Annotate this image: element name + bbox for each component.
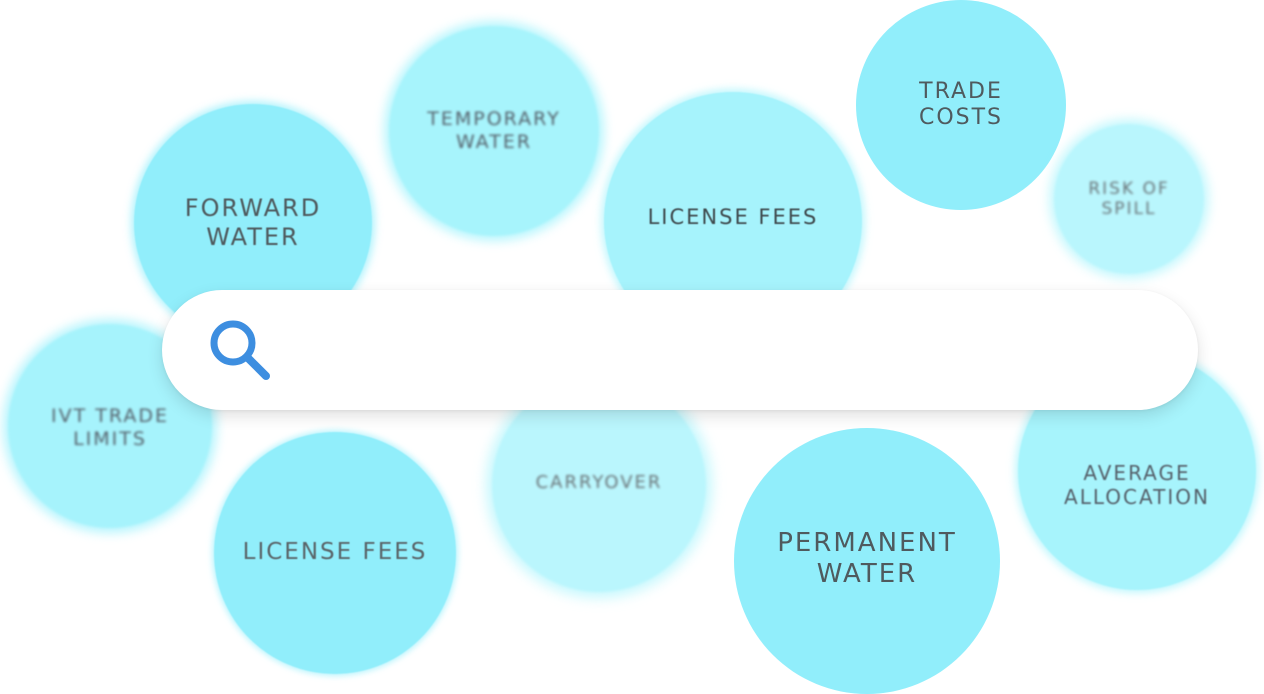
bubble-label: PERMANENT WATER [777,527,957,589]
bubble-label: CARRYOVER [535,472,663,494]
search-input[interactable] [294,319,1138,381]
bubble-label: TEMPORARY WATER [427,108,561,153]
bubble-label: AVERAGE ALLOCATION [1064,461,1210,509]
bubble-carryover[interactable]: CARRYOVER [492,378,706,592]
bubble-label: IVT TRADE LIMITS [51,405,169,450]
bubble-label: TRADE COSTS [918,78,1004,130]
search-icon[interactable] [206,316,274,384]
bubble-temporary-water[interactable]: TEMPORARY WATER [389,26,599,236]
bubble-license-fees-bottom[interactable]: LICENSE FEES [214,432,456,674]
bubble-label: LICENSE FEES [242,539,428,566]
bubble-risk-of-spill[interactable]: RISK OF SPILL [1054,124,1204,274]
bubble-label: RISK OF SPILL [1088,178,1170,219]
bubble-trade-costs[interactable]: TRADE COSTS [856,0,1066,210]
search-bar[interactable] [162,290,1198,410]
bubble-label: LICENSE FEES [647,205,819,230]
bubble-permanent-water[interactable]: PERMANENT WATER [734,428,1000,694]
bubble-label: FORWARD WATER [184,194,322,251]
